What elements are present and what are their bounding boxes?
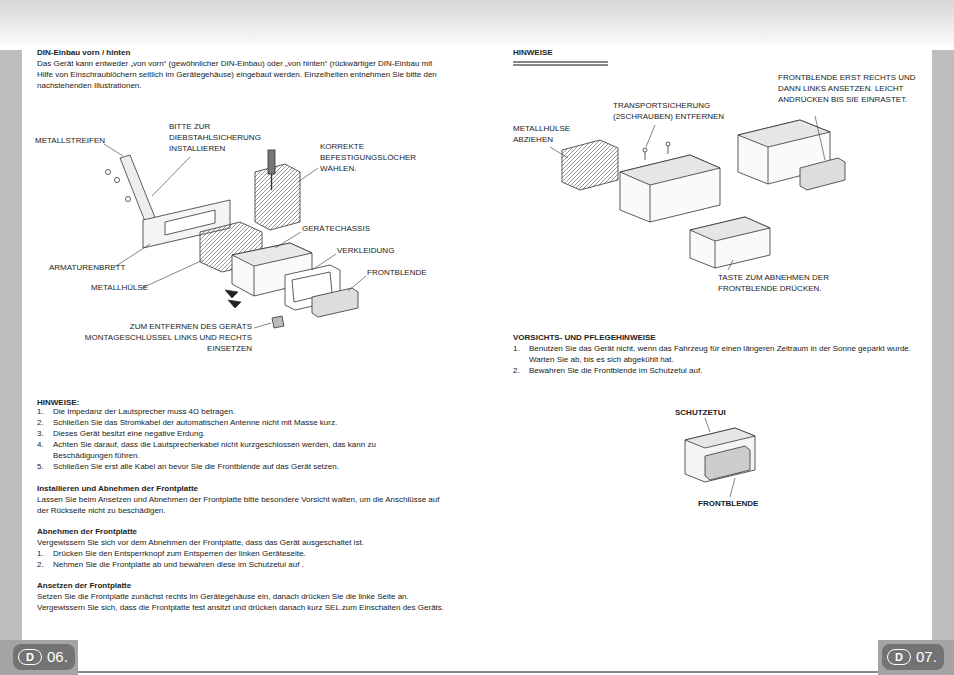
faceplate-illustration <box>562 120 845 482</box>
heading-text: FRONTBLENDE <box>698 498 758 509</box>
label-text: 1. <box>37 548 44 559</box>
label-text: TASTE ZUM ABNEHMEN DER FRONTBLENDE DRÜCK… <box>718 272 883 294</box>
heading-text: HINWEISE: <box>37 397 79 408</box>
heading-text: Abnehmen der Frontplatte <box>37 526 137 537</box>
heading-rule <box>513 62 608 63</box>
install-illustration <box>106 150 359 328</box>
label-text: ARMATURENBRETT <box>49 262 125 273</box>
label-text: FRONTBLENDE ERST RECHTS UND DANN LINKS A… <box>778 72 923 105</box>
label-text: Drücken Sie den Entsperrknopf zum Entspe… <box>53 548 443 559</box>
label-text: ZUM ENTFERNEN DES GERÄTS MONTAGESCHLÜSSE… <box>80 321 252 354</box>
page-badge <box>882 644 944 670</box>
label-text: 2. <box>513 365 520 376</box>
label-text: 2. <box>37 417 44 428</box>
heading-text: Ansetzen der Frontplatte <box>37 580 131 591</box>
bottom-rule <box>78 671 878 672</box>
label-text: 4. <box>37 439 44 450</box>
heading-rule <box>513 65 608 66</box>
page-tab <box>878 640 954 675</box>
label-text: VERKLEIDUNG <box>337 245 394 256</box>
leader-lines <box>104 116 825 497</box>
heading-text: VORSICHTS- UND PFLEGEHINWEISE <box>513 332 656 343</box>
label-text: Dieses Gerät besitzt eine negative Erdun… <box>53 428 443 439</box>
label-text: Vergewissern Sie sich vor dem Abnehmen d… <box>37 537 457 548</box>
page-letter-oval: D <box>18 649 42 665</box>
page-number: 07. <box>916 648 937 665</box>
label-text: 1. <box>513 343 520 354</box>
label-text: Schließen Sie erst alle Kabel an bevor S… <box>53 461 443 472</box>
label-text: KORREKTE BEFESTIGUNGSLÖCHER WÄHLEN. <box>320 141 442 174</box>
label-text: TRANSPORTSICHERUNG (2SCHRAUBEN) ENTFERNE… <box>613 100 745 122</box>
page-letter: D <box>26 651 34 663</box>
label-text: Lassen Sie beim Ansetzen und Abnehmen de… <box>37 494 442 516</box>
top-band <box>0 0 954 46</box>
label-text: Benutzen Sie das Gerät nicht, wenn das F… <box>529 343 914 365</box>
side-strip <box>0 50 22 640</box>
label-text: METALLHÜLSE ABZIEHEN <box>513 123 575 145</box>
label-text: 1. <box>37 406 44 417</box>
label-text: 3. <box>37 428 44 439</box>
page-letter-oval: D <box>887 649 911 665</box>
heading-text: HINWEISE <box>513 47 553 58</box>
label-text: BITTE ZUR DIEBSTAHLSICHERUNG INSTALLIERE… <box>169 121 281 154</box>
side-strip <box>932 50 954 640</box>
page-letter: D <box>895 651 903 663</box>
label-text: Das Gerät kann entweder „von vorn“ (gewö… <box>37 58 439 91</box>
label-text: GERÄTECHASSIS <box>302 223 370 234</box>
page-badge <box>13 644 75 670</box>
label-text: Die Impedanz der Lautsprecher muss 4Ω be… <box>53 406 443 417</box>
label-text: METALLHÜLSE <box>91 282 148 293</box>
label-text: 5. <box>37 461 44 472</box>
label-text: Achten Sie darauf, dass die Lautsprecher… <box>53 439 425 461</box>
page-number: 06. <box>47 648 68 665</box>
label-text: Nehmen Sie die Frontplatte ab und bewahr… <box>53 559 443 570</box>
page-tab <box>0 640 78 675</box>
label-text: METALLSTREIFEN <box>35 135 105 146</box>
label-text: Setzen Sie die Frontplatte zunächst rech… <box>37 591 445 613</box>
label-text: 2. <box>37 559 44 570</box>
label-text: Bewahren Sie die Frontblende im Schutzet… <box>529 365 914 376</box>
heading-text: DIN-Einbau vorn / hinten <box>37 47 130 58</box>
heading-text: Installieren und Abnehmen der Frontplatt… <box>37 483 198 494</box>
heading-text: SCHUTZETUI <box>675 407 726 418</box>
label-text: FRONTBLENDE <box>367 267 427 278</box>
label-text: Schließen Sie das Stromkabel der automat… <box>53 417 443 428</box>
